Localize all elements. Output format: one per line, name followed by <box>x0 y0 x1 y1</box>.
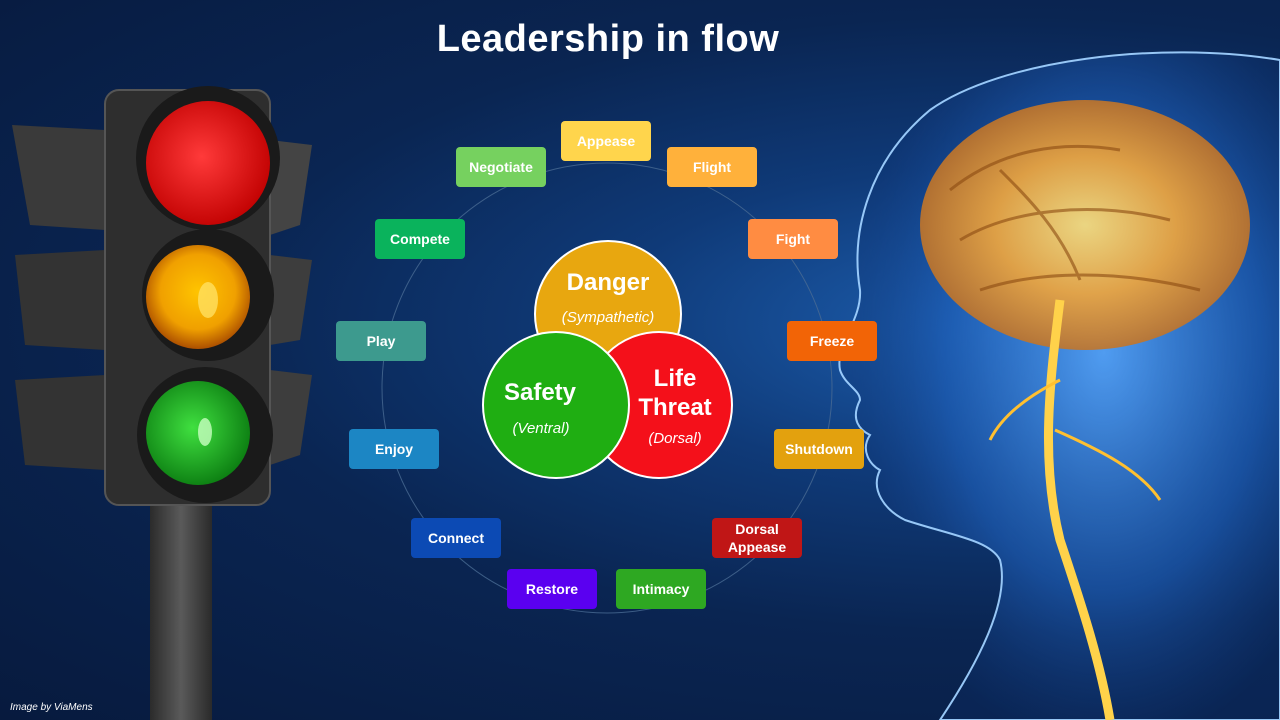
life-threat-title: Life Threat <box>638 365 712 421</box>
fight-box: Fight <box>748 219 838 259</box>
negotiate-box: Negotiate <box>456 147 546 187</box>
safety-label: Safety (Ventral) <box>488 378 592 437</box>
safety-circle <box>482 331 630 479</box>
freeze-box: Freeze <box>787 321 877 361</box>
life-threat-subtitle: (Dorsal) <box>648 430 702 447</box>
brain-head-illustration-icon <box>838 51 1280 720</box>
traffic-light-icon <box>12 86 312 720</box>
restore-box: Restore <box>507 569 597 609</box>
connect-box: Connect <box>411 518 501 558</box>
play-box: Play <box>336 321 426 361</box>
dorsal-appease-box: Dorsal Appease <box>712 518 802 558</box>
danger-title: Danger <box>566 269 650 296</box>
image-credit: Image by ViaMens <box>10 702 93 713</box>
appease-box: Appease <box>561 121 651 161</box>
enjoy-box: Enjoy <box>349 429 439 469</box>
danger-subtitle: (Sympathetic) <box>561 309 655 326</box>
compete-box: Compete <box>375 219 465 259</box>
danger-label: Danger (Sympathetic) <box>540 268 676 326</box>
page-title: Leadership in flow <box>436 18 780 60</box>
intimacy-box: Intimacy <box>616 569 706 609</box>
shutdown-box: Shutdown <box>774 429 864 469</box>
life-threat-label: Life Threat (Dorsal) <box>620 364 730 447</box>
safety-title: Safety <box>503 379 577 406</box>
flight-box: Flight <box>667 147 757 187</box>
safety-subtitle: (Ventral) <box>512 420 570 437</box>
ring-connector <box>381 162 833 614</box>
